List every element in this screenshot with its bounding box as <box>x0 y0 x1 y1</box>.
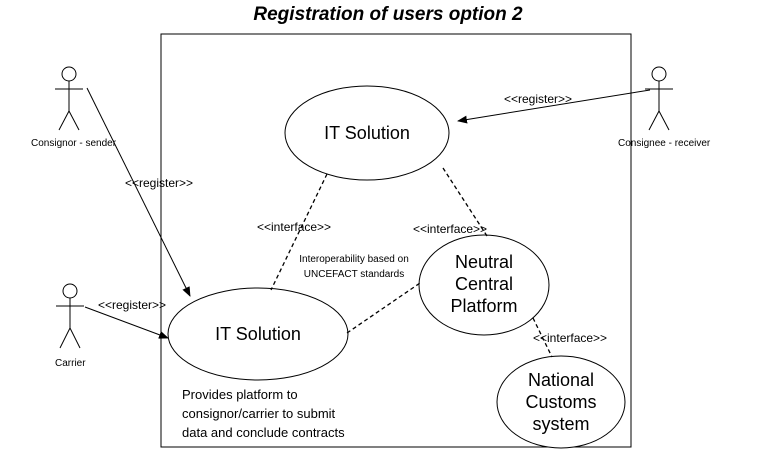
diagram-title: Registration of users option 2 <box>253 4 523 25</box>
use-case-neutral-central-platform-label: Neutral Central Platform <box>429 251 539 317</box>
use-case-national-customs-ellipse <box>496 355 626 449</box>
interface-left-label: <<interface>> <box>257 220 332 234</box>
register-carrier-label: <<register>> <box>98 298 167 312</box>
customs-label-line-3: system <box>532 414 590 434</box>
register-carrier-arrow <box>84 306 169 339</box>
platform-description-line-2: consignor/carrier to submit <box>182 406 336 421</box>
customs-label-line-2: Customs <box>525 392 597 412</box>
customs-label-line-1: National <box>527 370 595 390</box>
use-case-neutral-central-platform-ellipse <box>418 234 550 336</box>
actor-receiver-figure <box>645 66 673 131</box>
actor-receiver-label: Consignee - receiver <box>618 138 711 149</box>
actor-carrier-figure <box>56 283 84 349</box>
ncp-label-line-1: Neutral <box>454 252 514 272</box>
register-receiver-label: <<register>> <box>504 92 573 106</box>
use-case-it-solution-main-label: IT Solution <box>215 324 301 344</box>
interface-customs-label: <<interface>> <box>533 331 608 345</box>
interface-right-label: <<interface>> <box>413 222 488 236</box>
system-boundary <box>160 33 632 448</box>
platform-description-note: Provides platform to consignor/carrier t… <box>182 385 345 442</box>
platform-description-line-3: data and conclude contracts <box>182 425 345 440</box>
actor-carrier-label: Carrier <box>55 358 86 369</box>
actor-sender-figure <box>55 66 83 131</box>
ncp-label-line-3: Platform <box>450 296 518 316</box>
interoperability-note-line-1: Interoperability based on <box>299 254 409 265</box>
interface-main-to-ncp-line <box>346 282 421 334</box>
actor-sender-label: Consignor - sender <box>31 138 117 149</box>
register-sender-arrow <box>86 87 191 297</box>
ncp-label-line-2: Central <box>454 274 514 294</box>
interoperability-note-line-2: UNCEFACT standards <box>303 269 405 280</box>
register-sender-label: <<register>> <box>125 176 194 190</box>
use-case-it-solution-top-ellipse <box>284 85 450 181</box>
interoperability-note: Interoperability based on UNCEFACT stand… <box>284 252 424 282</box>
use-case-it-solution-top-label: IT Solution <box>324 123 410 143</box>
interface-top-to-main-line <box>270 173 328 291</box>
interface-ncp-to-customs-line <box>532 317 553 358</box>
register-receiver-arrow <box>457 89 651 124</box>
platform-description-line-1: Provides platform to <box>182 387 298 402</box>
use-case-national-customs-label: National Customs system <box>506 369 616 435</box>
